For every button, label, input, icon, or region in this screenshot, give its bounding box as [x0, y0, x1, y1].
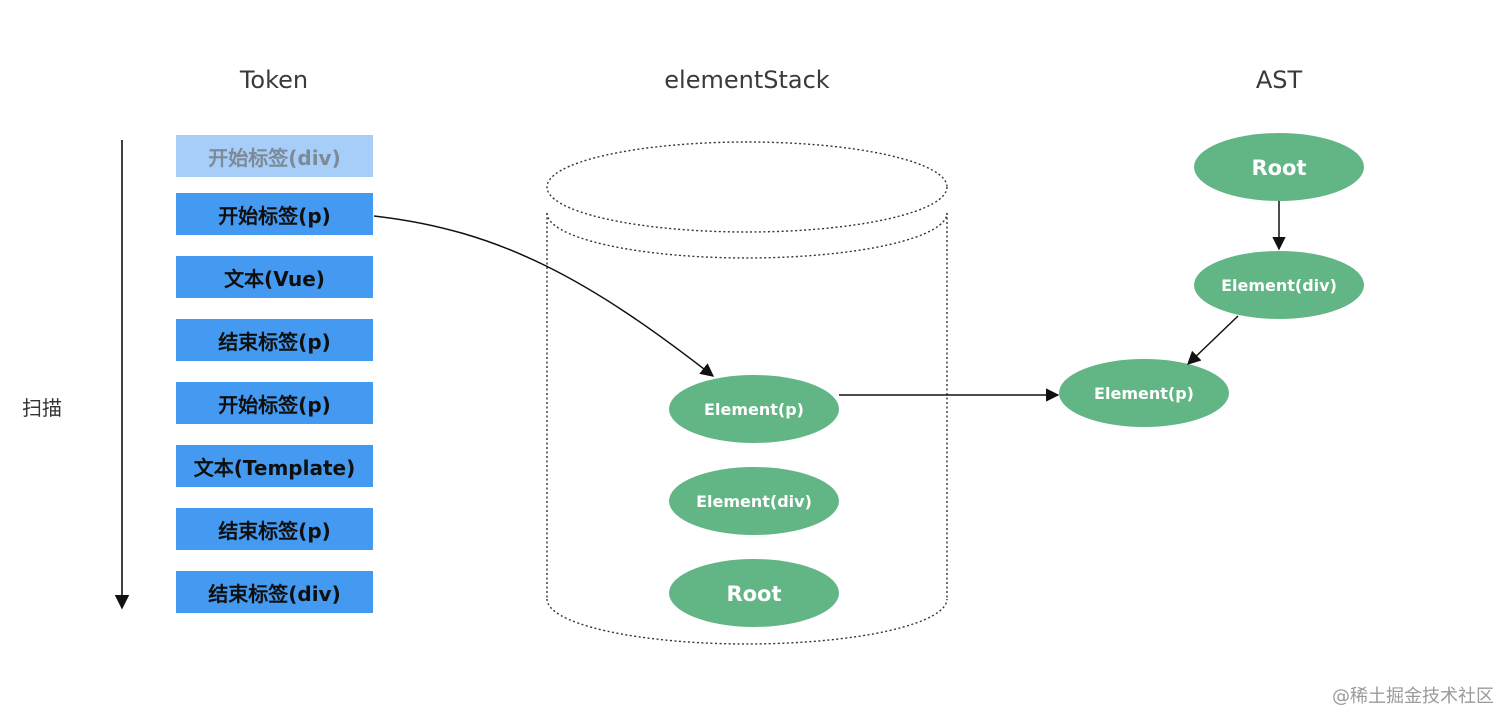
stack-node: Element(p) [669, 375, 839, 443]
token-column-title: Token [239, 66, 309, 94]
scan-label: 扫描 [22, 396, 62, 420]
ast-node: Root [1194, 133, 1364, 201]
token-item: 结束标签(p) [176, 319, 373, 361]
stack-node: Element(div) [669, 467, 839, 535]
ast-node-label: Element(p) [1094, 384, 1194, 403]
token-item: 文本(Vue) [176, 256, 373, 298]
token-item: 文本(Template) [176, 445, 373, 487]
stack-column-title: elementStack [664, 66, 830, 94]
ast-node-label: Root [1251, 156, 1306, 180]
watermark: @稀土掘金技术社区 [1332, 686, 1494, 707]
ast-node: Element(p) [1059, 359, 1229, 427]
token-item: 结束标签(div) [176, 571, 373, 613]
token-item: 开始标签(p) [176, 382, 373, 424]
stack-node-label: Element(div) [696, 492, 812, 511]
stack-node-label: Element(p) [704, 400, 804, 419]
ast-node: Element(div) [1194, 251, 1364, 319]
stack-node: Root [669, 559, 839, 627]
ast-column-title: AST [1255, 66, 1303, 94]
token-item: 开始标签(p) [176, 193, 373, 235]
element-stack-cylinder [546, 141, 948, 645]
ast-node-label: Element(div) [1221, 276, 1337, 295]
stack-node-label: Root [726, 582, 781, 606]
token-to-stack-arrow [373, 215, 715, 377]
token-item: 结束标签(p) [176, 508, 373, 550]
token-item: 开始标签(div) [176, 135, 373, 177]
ast-div-to-p-arrow [1187, 315, 1239, 365]
